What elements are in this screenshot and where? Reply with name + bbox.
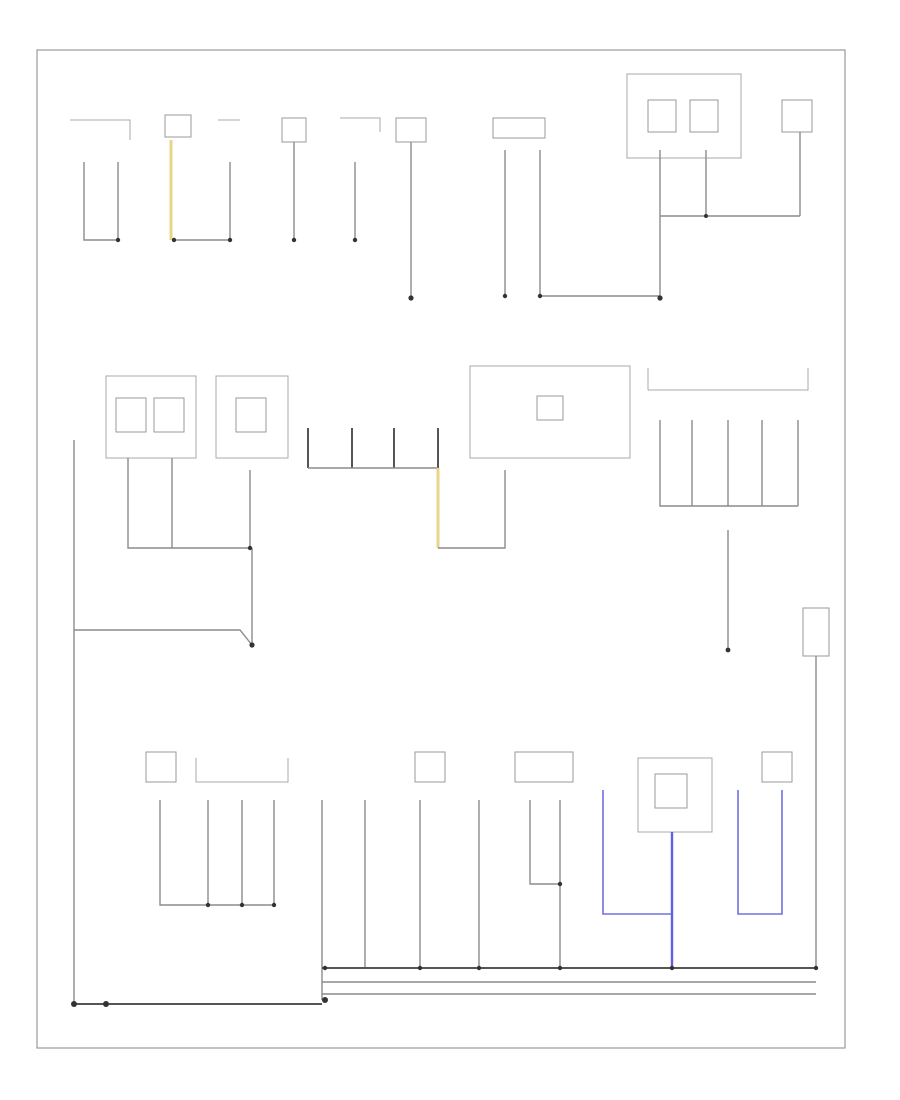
splice-icon bbox=[813, 965, 819, 971]
connector-box bbox=[761, 751, 793, 783]
ground-point-icon bbox=[725, 647, 731, 653]
connector-box bbox=[153, 397, 185, 433]
splice-icon bbox=[227, 237, 233, 243]
connector-box bbox=[647, 99, 677, 133]
splice-icon bbox=[537, 293, 543, 299]
component-outline bbox=[647, 368, 809, 391]
connector-box bbox=[414, 751, 446, 783]
connector-box bbox=[235, 397, 267, 433]
splice-icon bbox=[557, 965, 563, 971]
connector-box bbox=[514, 751, 574, 783]
splice-icon bbox=[502, 293, 508, 299]
component-group-outline bbox=[105, 375, 197, 459]
connector-box bbox=[281, 117, 307, 143]
connector-box bbox=[395, 117, 427, 143]
connector-box bbox=[164, 114, 192, 138]
component-outline bbox=[195, 758, 289, 783]
component-group-outline bbox=[215, 375, 289, 459]
diagram-frame bbox=[36, 49, 846, 1049]
bottom-row-components bbox=[145, 751, 793, 833]
ground-point-icon bbox=[657, 295, 663, 301]
bottom-row-wires bbox=[159, 790, 783, 1000]
ground-point-icon bbox=[249, 642, 255, 648]
splice-icon bbox=[352, 237, 358, 243]
ground-point-icon bbox=[322, 997, 328, 1003]
splice-icon bbox=[205, 902, 211, 908]
splice-icon bbox=[476, 965, 482, 971]
ground-bus bbox=[74, 967, 816, 1005]
component-group-outline bbox=[469, 365, 631, 459]
connector-box bbox=[689, 99, 719, 133]
component-group-outline bbox=[637, 757, 713, 833]
splice-icon bbox=[704, 214, 708, 218]
splice-icon bbox=[239, 902, 245, 908]
splice-icon bbox=[271, 902, 277, 908]
splice-icon bbox=[322, 965, 328, 971]
component-group-outline bbox=[626, 73, 742, 159]
splice-icon bbox=[115, 237, 121, 243]
connector-box bbox=[781, 99, 813, 133]
splice-icon bbox=[417, 965, 423, 971]
splice-icon bbox=[247, 545, 253, 551]
component-outline bbox=[340, 117, 381, 132]
connector-box bbox=[145, 751, 177, 783]
top-row-wires bbox=[83, 132, 801, 300]
connector-box bbox=[802, 607, 830, 657]
middle-row-components bbox=[105, 365, 809, 459]
ground-point-icon bbox=[408, 295, 414, 301]
middle-row-wires bbox=[73, 420, 799, 1005]
splice-icon bbox=[669, 965, 675, 971]
splice-icon bbox=[291, 237, 297, 243]
splice-icon bbox=[557, 881, 563, 887]
connector-box bbox=[115, 397, 147, 433]
connector-box bbox=[492, 117, 546, 139]
connector-box bbox=[536, 395, 564, 421]
bottom-row-nodes bbox=[71, 881, 819, 1007]
top-row-components bbox=[70, 73, 813, 159]
top-row-nodes bbox=[115, 214, 708, 301]
component-outline bbox=[70, 119, 131, 140]
middle-row-nodes bbox=[247, 545, 731, 653]
ground-point-icon bbox=[103, 1001, 109, 1007]
connector-box bbox=[654, 773, 688, 809]
ground-point-icon bbox=[71, 1001, 77, 1007]
splice-icon bbox=[171, 237, 177, 243]
